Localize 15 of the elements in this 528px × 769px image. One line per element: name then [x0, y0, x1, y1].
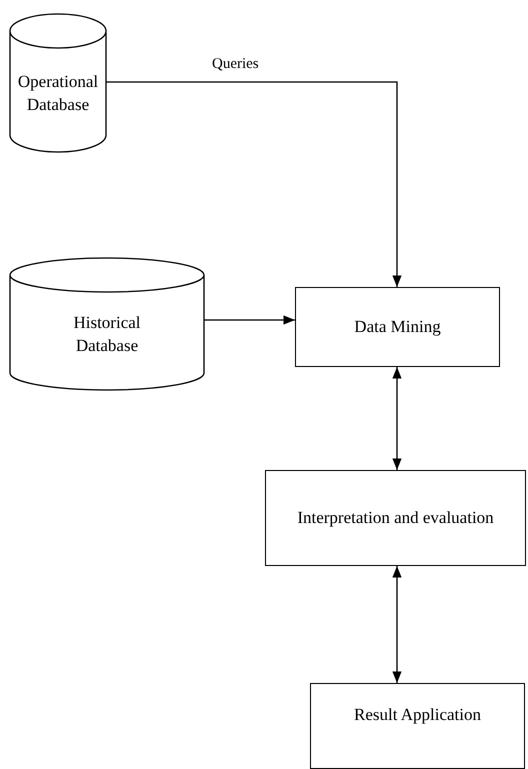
arrow [204, 315, 295, 325]
node-label: Result Application [352, 704, 482, 726]
process-box [295, 287, 500, 367]
arrow [392, 566, 402, 683]
arrow [392, 367, 402, 470]
database-cylinder [10, 258, 204, 390]
database-cylinder [10, 14, 106, 152]
process-box [310, 683, 525, 769]
node-label: Operational Database [16, 71, 100, 116]
node-label: Historical Database [72, 312, 142, 357]
edge-label: Queries [210, 56, 261, 73]
arrow [106, 81, 402, 287]
node-label: Interpretation and evaluation [296, 506, 495, 529]
node-label: Data Mining [353, 316, 442, 338]
process-box [265, 470, 526, 566]
